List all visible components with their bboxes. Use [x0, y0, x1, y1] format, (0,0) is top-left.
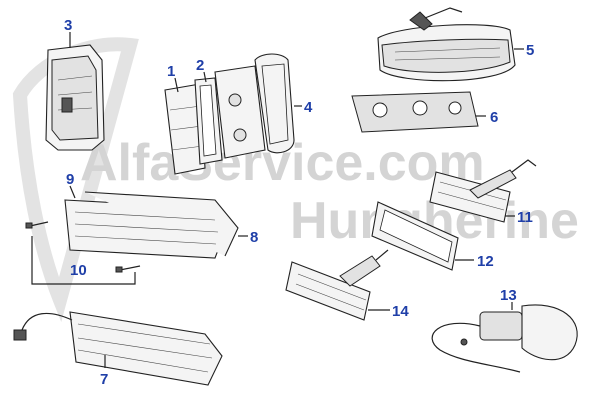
callout-14: 14 — [392, 303, 409, 320]
callout-1: 1 — [167, 63, 175, 80]
part-7-front-lamp — [13, 311, 223, 386]
callout-13: 13 — [500, 287, 517, 304]
part-11-side-marker — [429, 159, 537, 223]
part-1-lens — [164, 83, 206, 175]
part-9-front-indicator — [64, 191, 239, 259]
part-13-bulb-cable — [431, 304, 578, 373]
callout-6: 6 — [490, 109, 498, 126]
part-2-gasket — [194, 77, 223, 165]
part-3-lamp-housing — [45, 44, 105, 151]
callout-12: 12 — [477, 253, 494, 270]
part-12-lens-frame — [371, 201, 459, 271]
callout-11: 11 — [517, 209, 533, 226]
callout-4: 4 — [304, 99, 313, 116]
part-4-bulb-holder — [214, 53, 295, 159]
callout-labels: 3 1 2 4 5 6 9 8 10 11 12 13 14 7 — [64, 17, 534, 388]
callout-2: 2 — [196, 57, 204, 74]
callout-3: 3 — [64, 17, 72, 34]
callout-7: 7 — [100, 371, 108, 388]
callout-10: 10 — [70, 262, 87, 279]
part-14-repeater — [285, 249, 389, 321]
callout-8: 8 — [250, 229, 258, 246]
callout-9: 9 — [66, 171, 74, 188]
part-6-gasket-plate — [351, 91, 479, 133]
leader-lines — [69, 32, 524, 368]
watermark: AlfaService.com Hungherine — [12, 37, 579, 322]
part-5-tail-lamp — [377, 7, 516, 82]
callout-5: 5 — [526, 42, 534, 59]
part-10-screws — [25, 221, 141, 285]
